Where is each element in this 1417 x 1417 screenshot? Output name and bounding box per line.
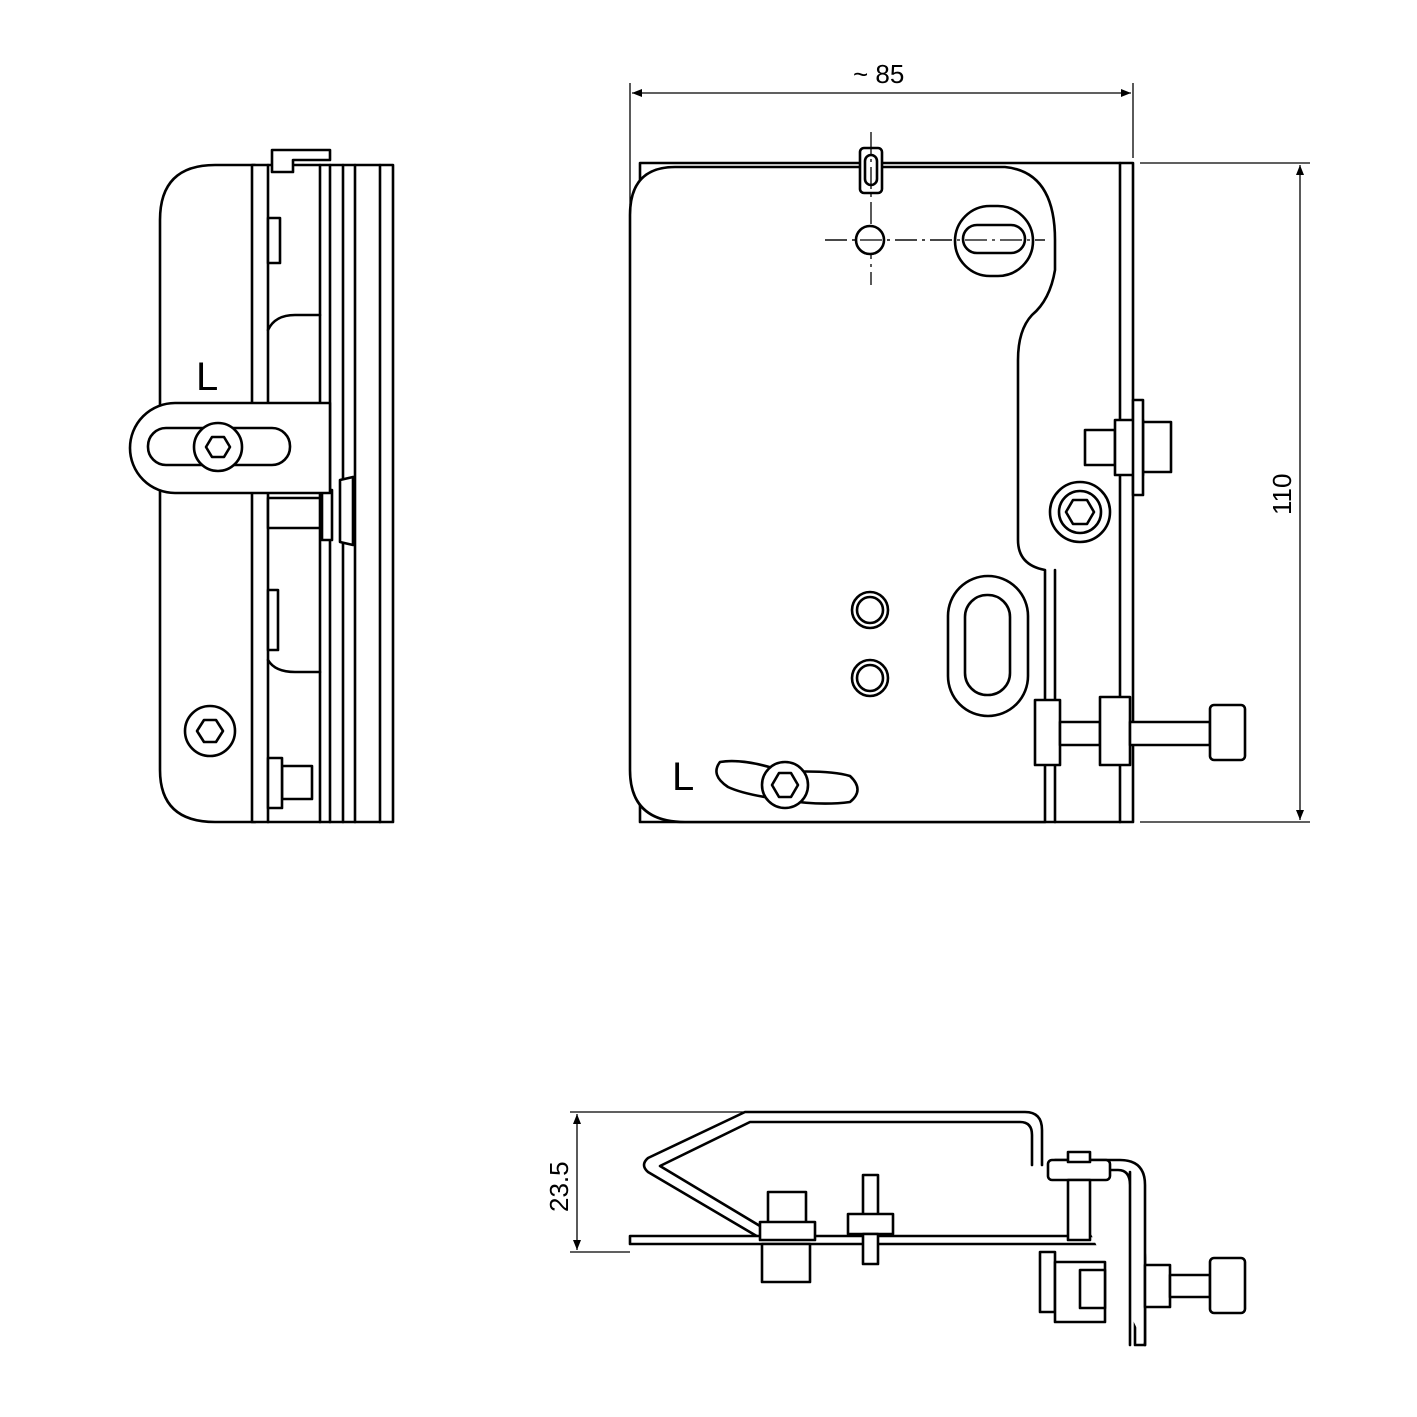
bolt-head: [1208, 1256, 1247, 1315]
front-view-letter: L: [672, 755, 694, 799]
side-view-letter: L: [196, 355, 218, 399]
latch-pin: [1083, 428, 1117, 467]
side-view: L: [128, 148, 395, 824]
hex-screw-icon: [183, 704, 237, 758]
height-dimension: 110: [1267, 474, 1297, 515]
front-view: L ~ 85 110: [628, 59, 1310, 824]
bolt-head: [1208, 703, 1247, 762]
bent-bracket: [642, 1110, 1044, 1240]
bottom-view: 23.5: [544, 1110, 1247, 1347]
width-dimension: ~ 85: [853, 59, 904, 89]
depth-dimension: 23.5: [544, 1161, 574, 1212]
stud: [760, 1242, 812, 1284]
top-clip: [270, 148, 332, 174]
bolt-rod: [1128, 720, 1212, 747]
hex-bolt-icon: [192, 421, 244, 473]
upper-slot: [953, 204, 1035, 278]
side-pin: [280, 764, 314, 801]
